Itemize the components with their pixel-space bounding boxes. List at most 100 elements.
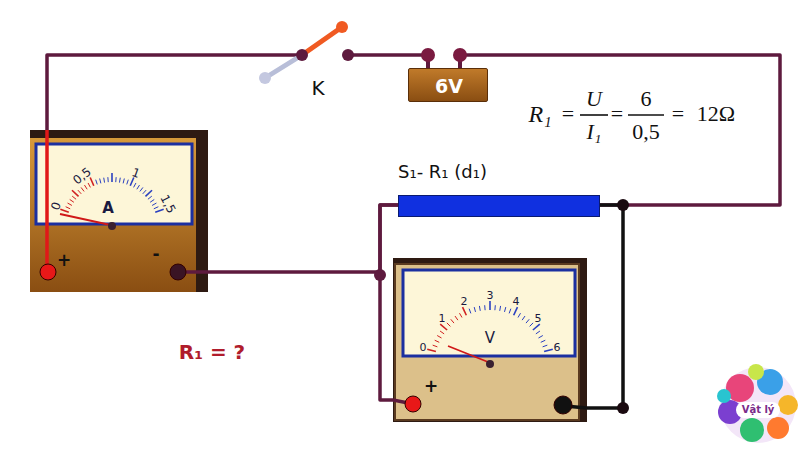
ammeter: A00,511,5+- — [30, 130, 208, 292]
drawing-part — [484, 305, 485, 310]
switch — [259, 21, 354, 84]
drawing-part — [421, 48, 435, 62]
drawing-part — [580, 114, 608, 116]
ammeter-graphic — [30, 130, 208, 292]
drawing-part — [433, 345, 438, 347]
drawing-part — [60, 214, 115, 226]
drawing-part — [740, 418, 764, 442]
wire — [460, 55, 780, 205]
watermark-text: Vật lý — [742, 405, 775, 415]
formula-equals: = — [562, 103, 574, 125]
node-text: S₁- R₁ (d₁) — [398, 163, 487, 181]
drawing-part — [463, 307, 467, 315]
drawing-part — [453, 48, 467, 62]
drawing-part — [127, 180, 129, 185]
drawing-part — [403, 270, 575, 356]
drawing-part — [103, 178, 105, 183]
drawing-part — [748, 364, 764, 380]
drawing-part — [717, 389, 731, 403]
drawing-part — [150, 199, 154, 202]
drawing-part — [36, 144, 192, 224]
drawing-part — [111, 173, 113, 182]
drawing-part — [437, 336, 441, 339]
drawing-part — [88, 183, 90, 187]
drawing-part — [30, 138, 196, 292]
drawing-part — [107, 177, 108, 182]
voltmeter: V0123456+ — [393, 258, 587, 422]
drawing-part — [536, 331, 540, 334]
drawing-part — [81, 187, 84, 191]
drawing-part — [440, 331, 444, 334]
node-text: 6 — [554, 342, 561, 353]
node-text: + — [424, 378, 438, 395]
formula-symbol: R₁ — [528, 102, 551, 126]
drawing-part — [440, 324, 447, 330]
drawing-part — [460, 313, 463, 317]
drawing-part — [265, 55, 302, 78]
drawing-part — [45, 130, 49, 266]
drawing-part — [70, 199, 74, 202]
drawing-part — [154, 207, 159, 209]
wire — [587, 205, 623, 408]
drawing-part — [40, 264, 56, 280]
resistor-bar — [398, 195, 600, 217]
node-text: 1 — [439, 313, 446, 324]
drawing-part — [155, 209, 163, 212]
drawing-part — [455, 316, 458, 320]
drawing-part — [617, 402, 629, 414]
formula-numerator: U — [586, 88, 602, 110]
drawing-part — [140, 187, 143, 191]
drawing-part — [30, 130, 208, 292]
drawing-part — [486, 360, 494, 368]
drawing-part — [72, 190, 79, 196]
watermark-logo — [717, 364, 798, 443]
drawing-part — [96, 180, 98, 185]
node-text: + — [57, 252, 71, 269]
drawing-part — [119, 178, 121, 183]
drawing-part — [522, 316, 525, 320]
drawing-part — [342, 49, 354, 61]
node-text: 4 — [513, 296, 520, 307]
drawing-part — [543, 345, 548, 347]
node-text: 6V — [435, 77, 463, 96]
drawing-part — [84, 185, 87, 189]
drawing-part — [514, 307, 518, 315]
drawing-part — [72, 196, 76, 199]
drawing-part — [134, 183, 136, 187]
drawing-part — [448, 346, 493, 364]
battery: 6V — [408, 68, 488, 102]
drawing-part — [469, 309, 471, 314]
drawing-part — [427, 349, 436, 351]
drawing-part — [435, 340, 440, 342]
wire — [47, 55, 428, 130]
drawing-part — [541, 340, 546, 342]
node-text: A — [102, 201, 114, 216]
drawing-part — [108, 222, 116, 230]
drawing-part — [526, 319, 529, 323]
drawing-part — [530, 323, 534, 327]
drawing-part — [123, 179, 124, 184]
battery-terminals — [421, 48, 467, 70]
drawing-part — [100, 179, 101, 184]
formula-equals: = — [672, 103, 684, 125]
drawing-part — [336, 21, 348, 33]
drawing-part — [533, 324, 540, 330]
drawing-part — [489, 301, 491, 310]
drawing-part — [259, 72, 271, 84]
switch-label: K — [311, 78, 324, 98]
formula-denominator: I₁ — [587, 121, 602, 143]
drawing-part — [544, 349, 553, 351]
drawing-part — [509, 309, 511, 314]
drawing-part — [152, 203, 156, 205]
drawing-part — [296, 49, 308, 61]
formula-result: 12Ω — [697, 103, 735, 125]
drawing-part — [518, 313, 521, 317]
drawing-part — [143, 190, 146, 194]
drawing-part — [170, 264, 186, 280]
drawing-part — [736, 402, 780, 418]
drawing-part — [66, 207, 71, 209]
drawing-part — [479, 306, 481, 311]
drawing-part — [68, 203, 72, 205]
node-text: - — [152, 246, 159, 263]
